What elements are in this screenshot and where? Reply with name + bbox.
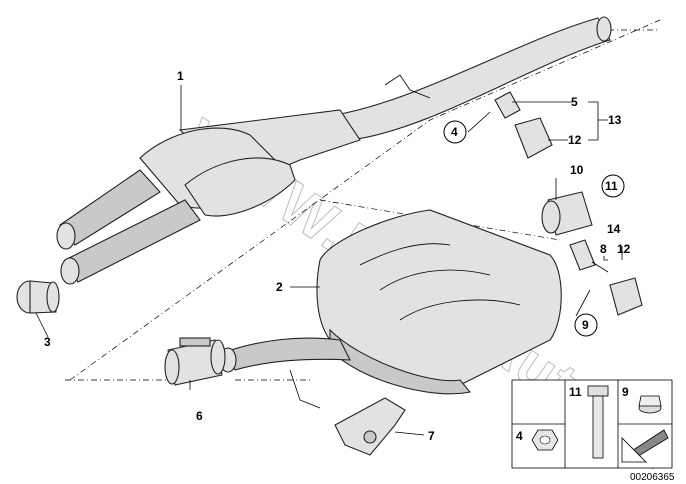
diagram-id: 00206365 [630,472,675,483]
legend-label-9: 9 [622,385,629,399]
hex-nut-icon [531,429,559,451]
legend-label-11: 11 [569,385,582,399]
callout-12-right: 12 [617,242,631,256]
svg-text:4: 4 [451,125,458,139]
callout-12-top: 12 [568,133,582,147]
hanger-bracket-7 [334,397,406,456]
callout-13: 13 [608,113,622,127]
clamp-6 [164,337,226,386]
bolt-icon [587,385,609,459]
callout-2: 2 [276,280,283,294]
svg-text:9: 9 [582,318,589,332]
clamp-3 [16,280,60,314]
callout-9-circle: 9 [574,313,598,337]
damper-10 [541,191,593,236]
callout-4-circle: 4 [443,120,467,144]
flange-nut-icon [638,395,662,414]
callout-1: 1 [177,69,184,83]
catalytic-converter-assembly [56,16,612,285]
callout-11-circle: 11 [601,174,625,198]
callout-8: 8 [600,242,607,256]
leader-lines [35,85,623,436]
callout-10: 10 [570,163,584,177]
legend-label-4: 4 [516,429,523,443]
rubber-mount-upper [494,91,553,159]
callout-3: 3 [44,335,51,349]
svg-text:11: 11 [605,179,618,193]
hardware-legend: 11 9 4 [511,379,673,469]
rear-silencer [219,209,562,409]
callout-7: 7 [428,429,435,443]
callout-6: 6 [196,409,203,423]
callout-14: 14 [607,222,621,236]
callout-5: 5 [571,95,578,109]
mount-lower [569,239,643,316]
direction-arrow-icon [621,429,669,463]
